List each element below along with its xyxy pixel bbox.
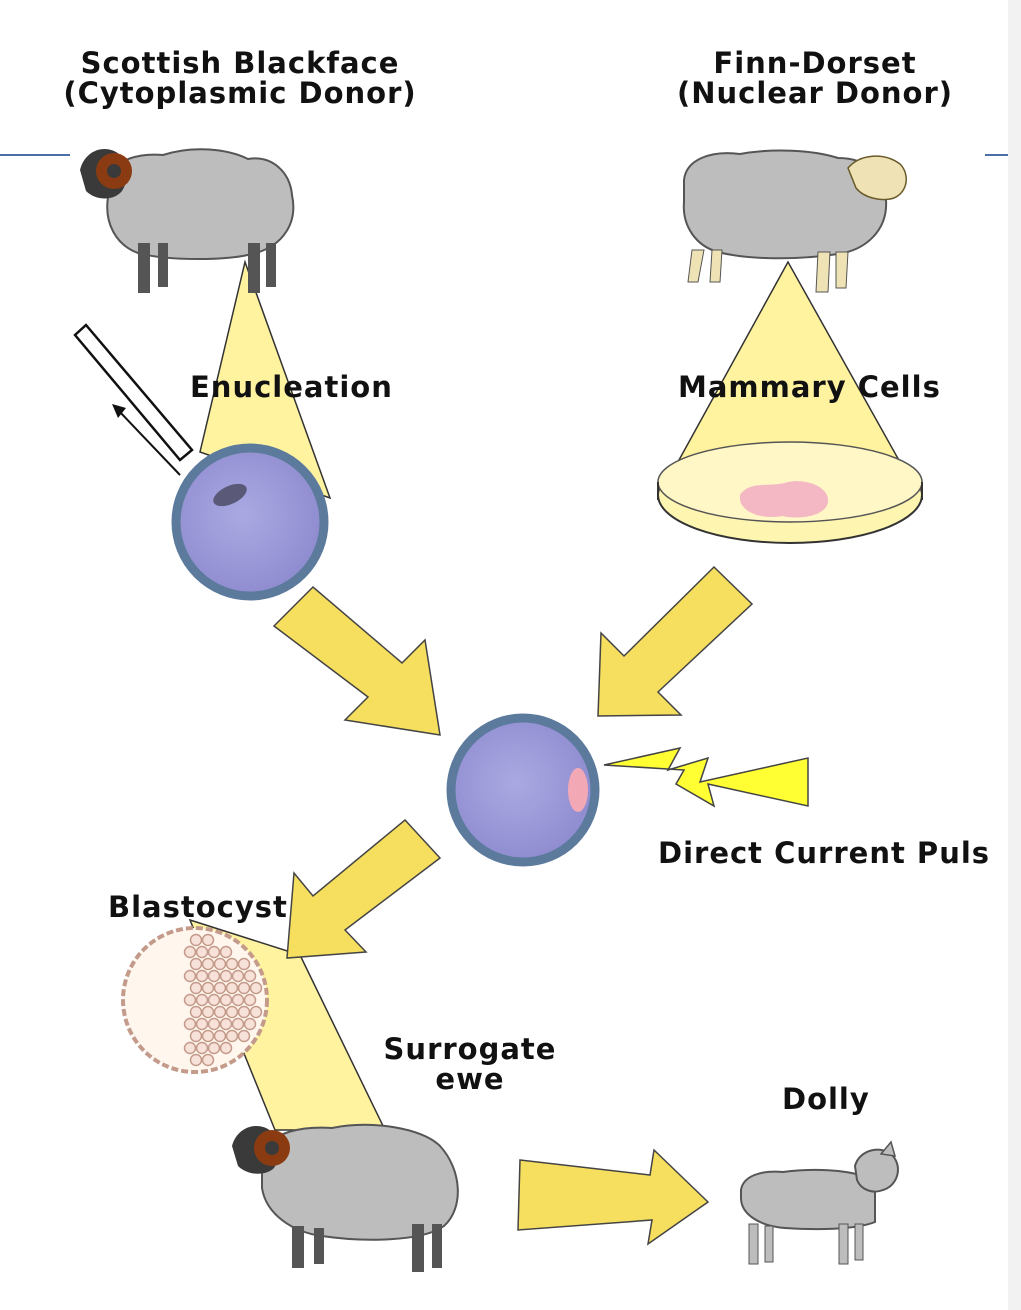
surrogate-ewe-line2: ewe bbox=[360, 1064, 580, 1094]
inner-cell bbox=[227, 983, 238, 994]
inner-cell bbox=[185, 947, 196, 958]
inner-cell bbox=[209, 1043, 220, 1054]
enucleation-label: Enucleation bbox=[190, 372, 393, 402]
surrogate-ewe-line1: Surrogate bbox=[360, 1034, 580, 1064]
fused-cell bbox=[451, 718, 595, 862]
cytoplasmic-donor-name: Scottish Blackface bbox=[60, 48, 420, 78]
inner-cell bbox=[233, 995, 244, 1006]
inner-cell bbox=[191, 935, 202, 946]
inner-cell bbox=[245, 995, 256, 1006]
inner-cell bbox=[209, 995, 220, 1006]
inner-cell bbox=[233, 971, 244, 982]
inner-cell bbox=[245, 971, 256, 982]
nuclear-donor-role: (Nuclear Donor) bbox=[650, 78, 980, 108]
inner-cell bbox=[215, 959, 226, 970]
inner-cell bbox=[197, 995, 208, 1006]
inner-cell bbox=[227, 1031, 238, 1042]
inner-cell bbox=[197, 1043, 208, 1054]
inner-cell bbox=[227, 959, 238, 970]
nuclear-donor-label: Finn-Dorset (Nuclear Donor) bbox=[650, 48, 980, 109]
inner-cell bbox=[191, 1031, 202, 1042]
inner-cell bbox=[191, 959, 202, 970]
inner-cell bbox=[245, 1019, 256, 1030]
mammary-cells-label: Mammary Cells bbox=[678, 372, 941, 402]
inner-cell bbox=[221, 995, 232, 1006]
surrogate-ewe-label: Surrogate ewe bbox=[360, 1034, 580, 1095]
inner-cell bbox=[191, 983, 202, 994]
inner-cell bbox=[221, 1043, 232, 1054]
inner-cell bbox=[191, 1007, 202, 1018]
inner-cell bbox=[197, 1019, 208, 1030]
inner-cell bbox=[221, 1019, 232, 1030]
blastocyst-label: Blastocyst bbox=[108, 892, 288, 922]
inner-cell bbox=[203, 959, 214, 970]
inner-cell bbox=[233, 1019, 244, 1030]
inner-cell bbox=[239, 959, 250, 970]
inner-cell bbox=[239, 1031, 250, 1042]
inner-cell bbox=[185, 995, 196, 1006]
inner-cell bbox=[203, 935, 214, 946]
inner-cell bbox=[221, 971, 232, 982]
cytoplasmic-donor-role: (Cytoplasmic Donor) bbox=[60, 78, 420, 108]
inner-cell bbox=[251, 983, 262, 994]
cytoplasmic-donor-label: Scottish Blackface (Cytoplasmic Donor) bbox=[60, 48, 420, 109]
inner-cell bbox=[209, 1019, 220, 1030]
inner-cell bbox=[203, 1007, 214, 1018]
inner-cell bbox=[239, 1007, 250, 1018]
inner-cell bbox=[185, 971, 196, 982]
inner-cell bbox=[251, 1007, 262, 1018]
inner-cell bbox=[203, 983, 214, 994]
oocyte-cell bbox=[176, 448, 324, 596]
inner-cell bbox=[203, 1055, 214, 1066]
inner-cell bbox=[209, 971, 220, 982]
direct-current-pulse-label: Direct Current Puls bbox=[658, 838, 1010, 868]
inner-cell bbox=[239, 983, 250, 994]
inner-cell bbox=[197, 947, 208, 958]
inner-cell bbox=[209, 947, 220, 958]
inner-cell bbox=[191, 1055, 202, 1066]
blastocyst-icon bbox=[123, 928, 267, 1072]
nuclear-donor-name: Finn-Dorset bbox=[650, 48, 980, 78]
inner-cell bbox=[185, 1019, 196, 1030]
inner-cell bbox=[215, 1031, 226, 1042]
petri-dish-icon bbox=[658, 442, 922, 543]
inner-cell bbox=[197, 971, 208, 982]
dolly-label: Dolly bbox=[782, 1084, 870, 1114]
inner-cell bbox=[215, 983, 226, 994]
inner-cell bbox=[215, 1007, 226, 1018]
inner-cell bbox=[221, 947, 232, 958]
inner-cell bbox=[185, 1043, 196, 1054]
inner-cell bbox=[227, 1007, 238, 1018]
inner-cell bbox=[203, 1031, 214, 1042]
